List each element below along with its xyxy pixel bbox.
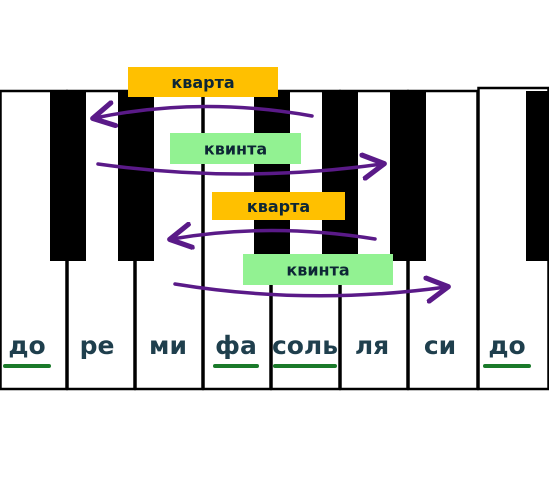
interval-text: квинта xyxy=(286,261,349,280)
note-name: ля xyxy=(355,331,389,360)
note-label: ля xyxy=(355,331,389,360)
note-label: ре xyxy=(80,331,115,360)
interval-arrow xyxy=(172,231,377,240)
note-label: до xyxy=(3,331,51,368)
black-key xyxy=(390,91,426,261)
interval-label: кварта xyxy=(212,192,345,220)
interval-box xyxy=(170,133,301,164)
interval-arrow xyxy=(173,284,446,296)
note-name: ми xyxy=(149,331,187,360)
interval-text: кварта xyxy=(247,197,310,216)
interval-text: квинта xyxy=(204,140,267,159)
black-key xyxy=(526,91,549,261)
note-name: фа xyxy=(215,331,257,360)
note-name: ре xyxy=(80,331,115,360)
interval-labels: кварта квинта кварта квинта xyxy=(128,67,393,285)
interval-label: квинта xyxy=(243,254,393,285)
note-name: си xyxy=(424,331,456,360)
interval-label: квинта xyxy=(170,133,301,164)
interval-arrow xyxy=(95,106,314,118)
note-name: до xyxy=(488,331,525,360)
black-keys xyxy=(50,91,549,261)
black-key xyxy=(50,91,86,261)
note-label: ми xyxy=(149,331,187,360)
black-key xyxy=(118,91,154,261)
interval-arrows xyxy=(95,106,446,295)
note-label: си xyxy=(424,331,456,360)
interval-box xyxy=(212,192,345,220)
interval-label: кварта xyxy=(128,67,278,97)
note-label: до xyxy=(483,331,531,368)
interval-box xyxy=(128,67,278,97)
note-name: соль xyxy=(272,331,338,360)
note-label: фа xyxy=(213,331,259,368)
interval-arrow xyxy=(96,164,382,174)
note-name: до xyxy=(8,331,45,360)
note-label: соль xyxy=(272,331,338,368)
interval-box xyxy=(243,254,393,285)
interval-text: кварта xyxy=(171,73,234,92)
black-key xyxy=(254,91,290,261)
